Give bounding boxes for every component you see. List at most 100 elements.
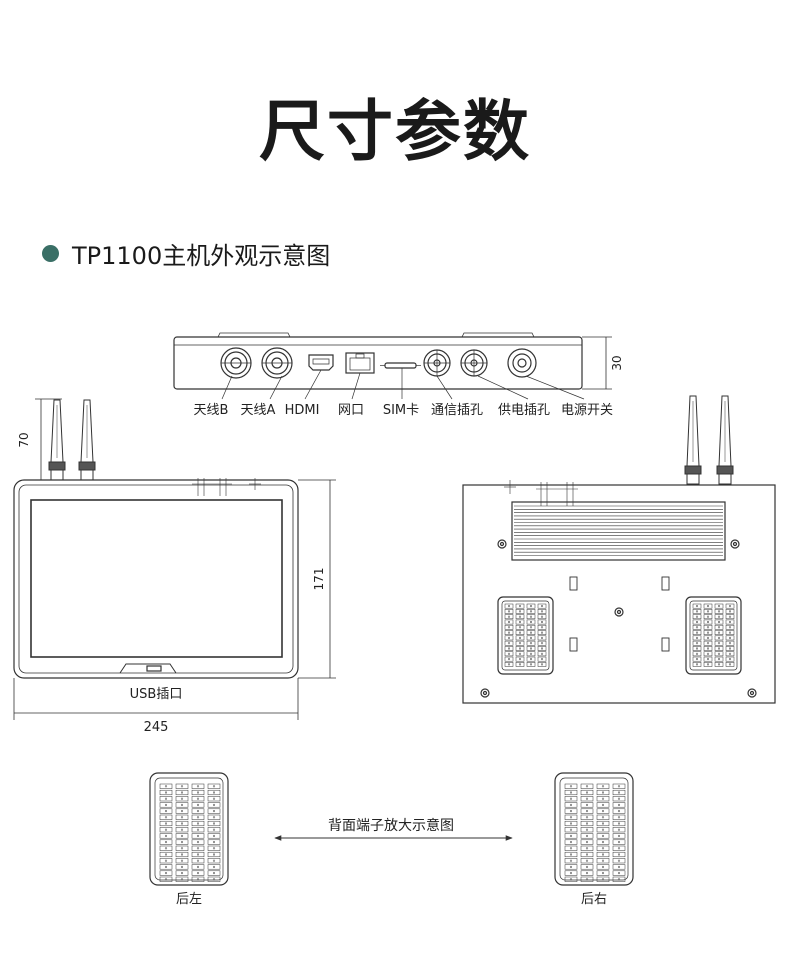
terminal-screw: [617, 791, 621, 794]
terminal-screw: [569, 853, 573, 856]
terminal-screw: [164, 841, 168, 844]
ethernet-port-icon: [345, 352, 375, 374]
terminal-pin: [159, 814, 173, 820]
terminal-screw: [180, 834, 184, 837]
terminal-screw: [212, 803, 216, 806]
terminal-screw: [196, 785, 200, 788]
terminal-pin: [692, 656, 702, 662]
port-label-power: 供电插孔: [498, 403, 550, 418]
terminal-screw: [585, 841, 589, 844]
terminal-zoom-caption: 背面端子放大示意图: [328, 817, 454, 834]
terminal-screw: [695, 615, 699, 618]
side-view: [173, 332, 612, 400]
terminal-pin: [703, 640, 713, 646]
terminal-pin: [725, 609, 735, 614]
terminal-pin: [191, 783, 205, 789]
terminal-screw: [569, 803, 573, 806]
terminal-pin: [612, 796, 626, 802]
terminal-pin: [580, 839, 594, 845]
terminal-screw: [196, 865, 200, 868]
terminal-screw: [717, 663, 721, 666]
terminal-screw: [569, 822, 573, 825]
terminal-screw: [569, 791, 573, 794]
terminal-pin: [175, 870, 189, 876]
front-width-dimension: [13, 678, 299, 720]
terminal-pin: [612, 851, 626, 858]
terminal-screw: [212, 865, 216, 868]
terminal-screw: [728, 642, 732, 645]
terminal-pin: [564, 833, 578, 839]
terminal-screw: [180, 841, 184, 844]
terminal-pin: [207, 789, 221, 796]
terminal-screw: [569, 785, 573, 788]
port-label-hdmi: HDMI: [285, 403, 320, 418]
terminal-pin: [159, 783, 173, 789]
terminal-screw: [569, 841, 573, 844]
terminal-screw: [728, 620, 732, 624]
terminal-pin: [504, 656, 514, 662]
terminal-pin: [191, 814, 205, 820]
terminal-pin: [504, 630, 514, 635]
terminal-screw: [196, 828, 200, 831]
terminal-pin: [612, 827, 626, 833]
terminal-pin: [526, 614, 536, 620]
terminal-screw: [695, 610, 699, 613]
terminal-screw: [585, 853, 589, 856]
terminal-screw: [695, 652, 699, 655]
terminal-pin: [191, 864, 205, 870]
terminal-pin: [564, 864, 578, 870]
terminal-pin: [714, 630, 724, 635]
terminal-screw: [164, 847, 168, 850]
terminal-pin: [580, 820, 594, 827]
terminal-pin: [714, 609, 724, 614]
terminal-screw: [212, 816, 216, 819]
terminal-screw: [212, 878, 216, 881]
port-label-ethernet: 网口: [338, 403, 364, 418]
terminal-screw: [180, 847, 184, 850]
terminal-screw: [695, 626, 699, 629]
terminal-screw: [728, 647, 732, 650]
terminal-screw: [196, 878, 200, 881]
terminal-screw: [164, 791, 168, 794]
terminal-screw: [164, 810, 168, 813]
terminal-screw: [717, 642, 721, 645]
terminal-pin: [725, 630, 735, 635]
terminal-pin: [537, 614, 547, 620]
terminal-screw: [180, 853, 184, 856]
terminal-screw: [180, 797, 184, 800]
terminal-block-right: [685, 596, 742, 675]
terminal-screw: [212, 847, 216, 850]
terminal-screw: [529, 663, 533, 666]
terminal-pin: [580, 870, 594, 876]
terminal-pin: [703, 603, 713, 609]
terminal-pin: [725, 640, 735, 646]
terminal-screw: [569, 834, 573, 837]
terminal-screw: [212, 834, 216, 837]
terminal-screw: [196, 872, 200, 875]
terminal-block-left: [497, 596, 554, 675]
terminal-screw: [728, 636, 732, 639]
back-view: [462, 395, 776, 704]
terminal-screw: [540, 663, 544, 666]
screw-hole-icon: [747, 688, 757, 698]
terminal-screw: [695, 647, 699, 650]
terminal-screw: [601, 810, 605, 813]
port-label-sim: SIM卡: [383, 403, 419, 418]
terminal-pin: [692, 662, 702, 667]
terminal-pin: [159, 833, 173, 839]
terminal-pin: [725, 646, 735, 651]
terminal-pin: [537, 635, 547, 641]
terminal-screw: [196, 822, 200, 825]
terminal-screw: [164, 803, 168, 806]
terminal-pin: [596, 845, 610, 851]
usb-port-icon: [146, 665, 162, 672]
terminal-screw: [212, 841, 216, 844]
terminal-pin: [526, 651, 536, 657]
terminal-pin: [207, 833, 221, 839]
terminal-pin: [175, 845, 189, 851]
terminal-screw: [196, 847, 200, 850]
terminal-pin: [580, 845, 594, 851]
terminal-screw: [695, 636, 699, 639]
terminal-screw: [507, 626, 511, 629]
terminal-zoom: [149, 772, 634, 886]
